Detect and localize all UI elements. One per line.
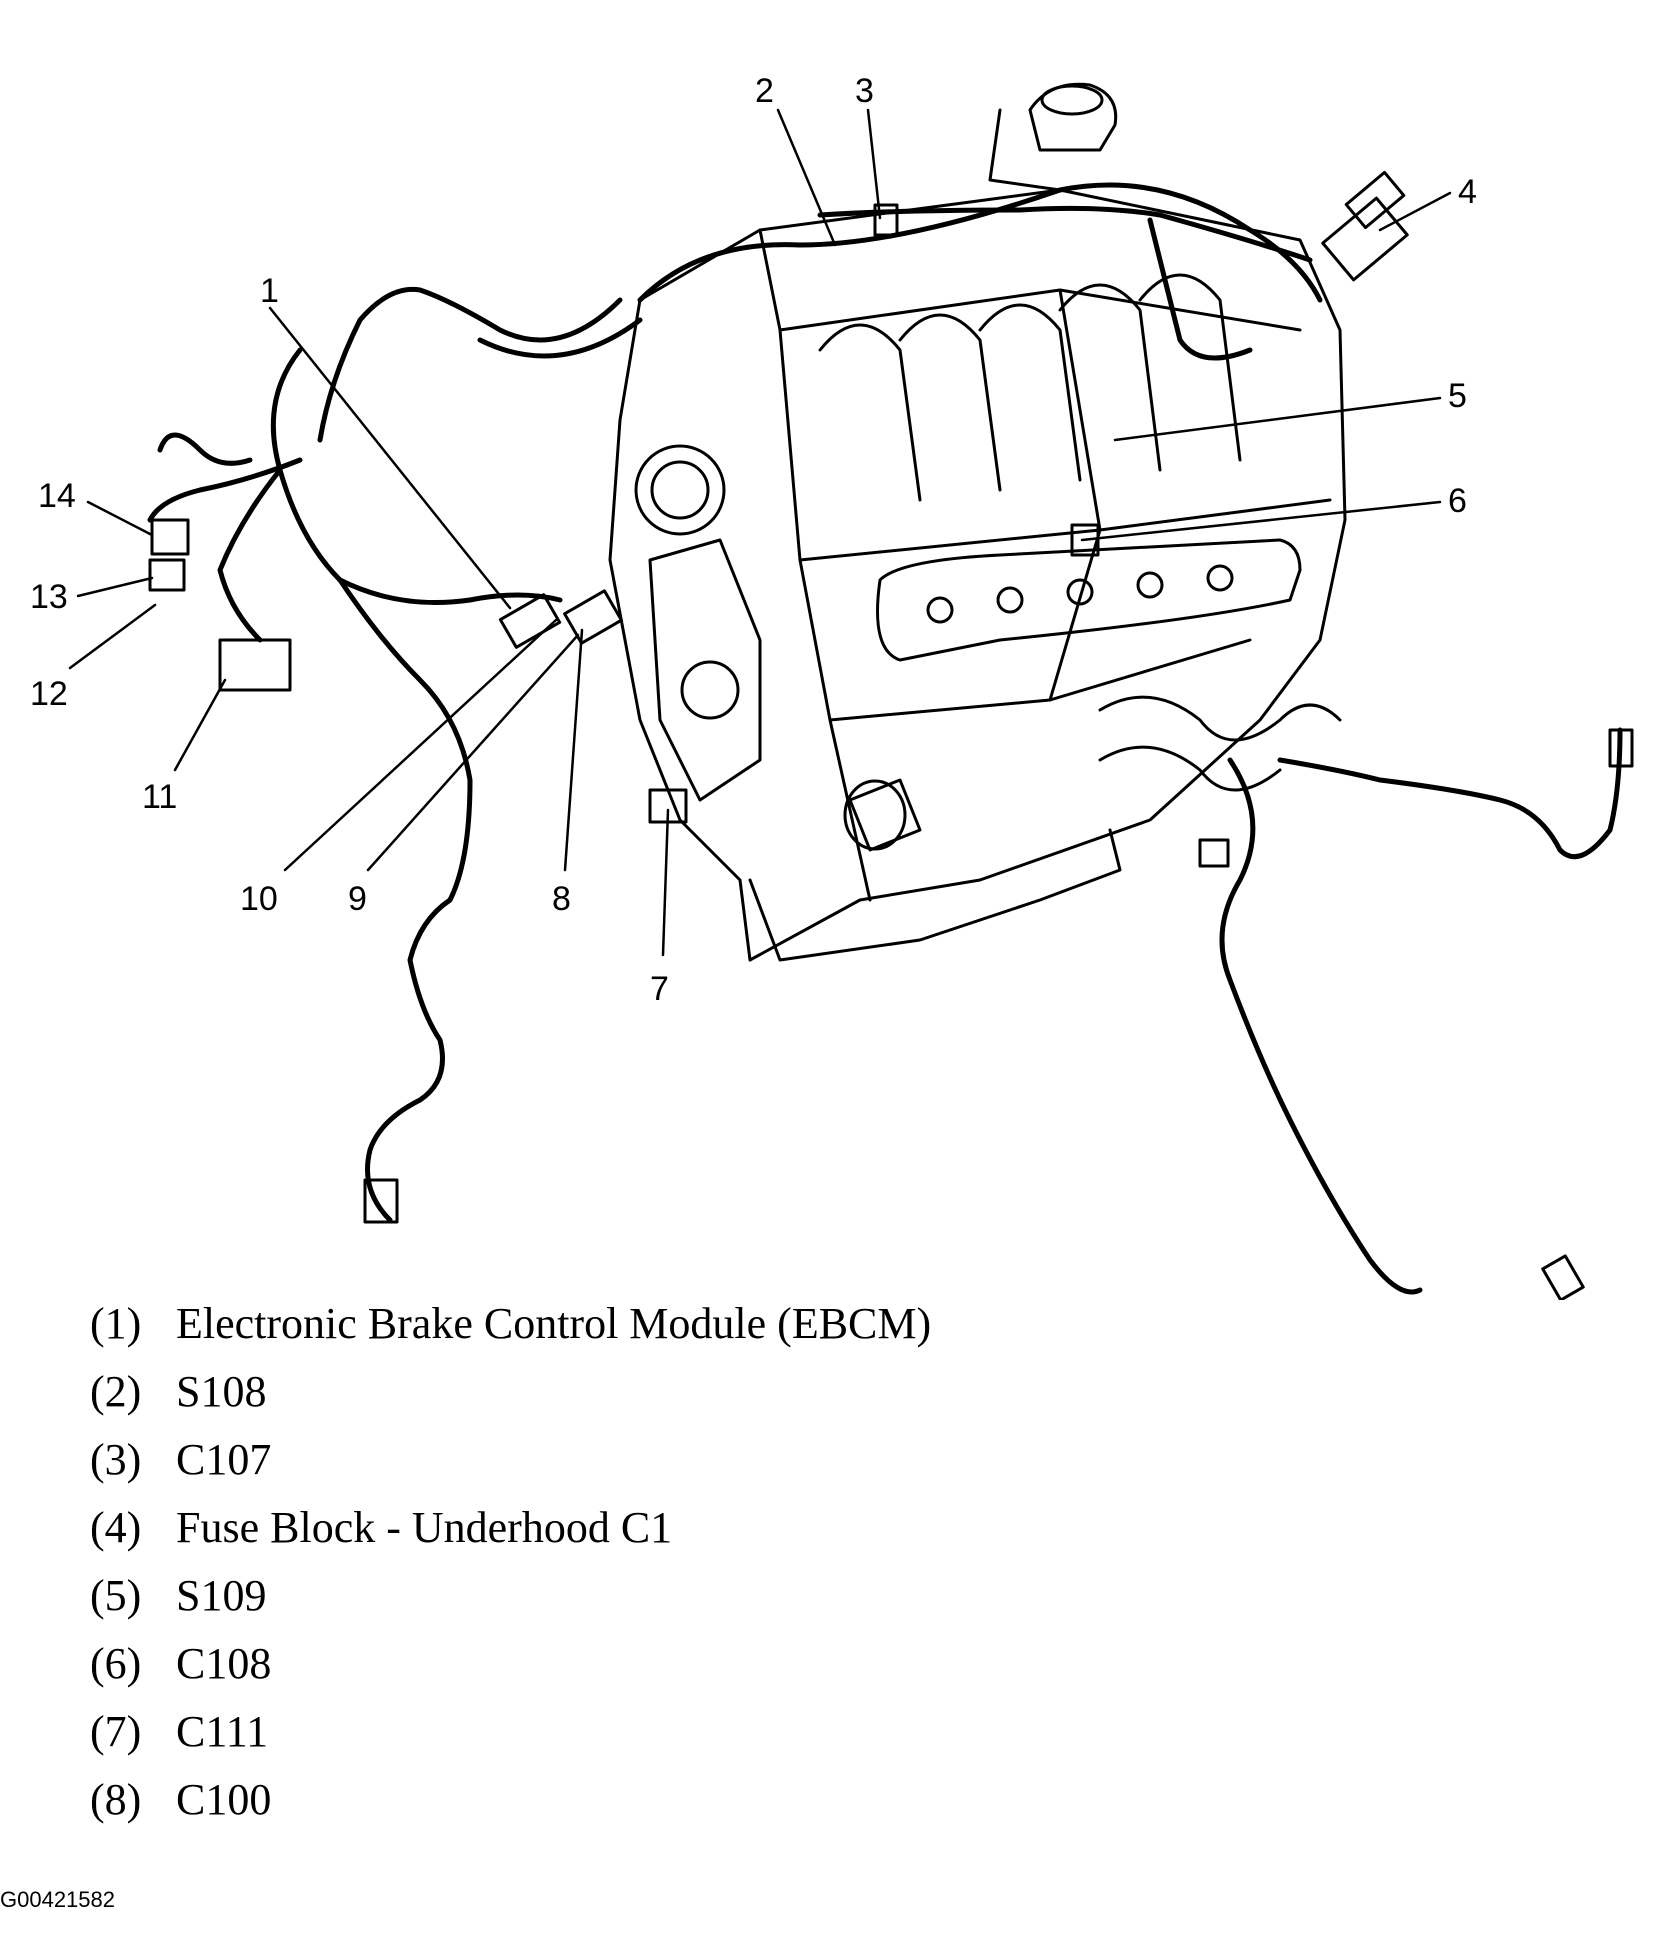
legend-label: C108 [176, 1639, 272, 1688]
legend-number: (7) [90, 1707, 142, 1756]
callout-11: 11 [142, 778, 177, 816]
callout-4: 4 [1458, 173, 1477, 211]
callout-5: 5 [1448, 377, 1467, 415]
legend-number: (2) [90, 1367, 142, 1416]
legend-label: C107 [176, 1435, 272, 1484]
wiring-harness [147, 182, 1623, 1295]
legend-label: S108 [176, 1367, 267, 1416]
legend-label: C111 [176, 1707, 269, 1756]
legend-item: (1) Electronic Brake Control Module (EBC… [90, 1290, 1290, 1358]
callout-8: 8 [552, 880, 571, 918]
legend-item: (7) C111 [90, 1698, 1290, 1766]
legend-item: (5) S109 [90, 1562, 1290, 1630]
legend-list: (1) Electronic Brake Control Module (EBC… [90, 1290, 1290, 1834]
callout-3: 3 [855, 72, 874, 110]
engine-block [608, 82, 1347, 962]
callout-6: 6 [1448, 482, 1467, 520]
legend-number: (8) [90, 1775, 142, 1824]
legend-number: (1) [90, 1299, 142, 1348]
callout-12: 12 [30, 675, 68, 713]
callout-13: 13 [30, 578, 68, 616]
legend-number: (4) [90, 1503, 142, 1552]
legend-number: (3) [90, 1435, 142, 1484]
legend-label: Fuse Block - Underhood C1 [176, 1503, 673, 1552]
legend-item: (8) C100 [90, 1766, 1290, 1834]
legend-label: C100 [176, 1775, 272, 1824]
legend-number: (5) [90, 1571, 142, 1620]
figure-id: G00421582 [0, 1887, 115, 1912]
legend-item: (3) C107 [90, 1426, 1290, 1494]
legend-item: (2) S108 [90, 1358, 1290, 1426]
legend-number: (6) [90, 1639, 142, 1688]
callout-9: 9 [348, 880, 367, 918]
engine-wiring-diagram: 1 2 3 4 5 6 7 8 9 10 11 12 13 14 [30, 72, 1634, 1300]
legend-label: S109 [176, 1571, 267, 1620]
callout-7: 7 [650, 970, 669, 1008]
legend-item: (4) Fuse Block - Underhood C1 [90, 1494, 1290, 1562]
callout-14: 14 [38, 477, 76, 515]
leader-lines [68, 108, 1452, 957]
callout-1: 1 [260, 272, 279, 310]
legend-label: Electronic Brake Control Module (EBCM) [176, 1299, 932, 1348]
callout-10: 10 [240, 880, 278, 918]
connectors [148, 170, 1634, 1300]
legend-item: (6) C108 [90, 1630, 1290, 1698]
callout-2: 2 [755, 72, 774, 110]
